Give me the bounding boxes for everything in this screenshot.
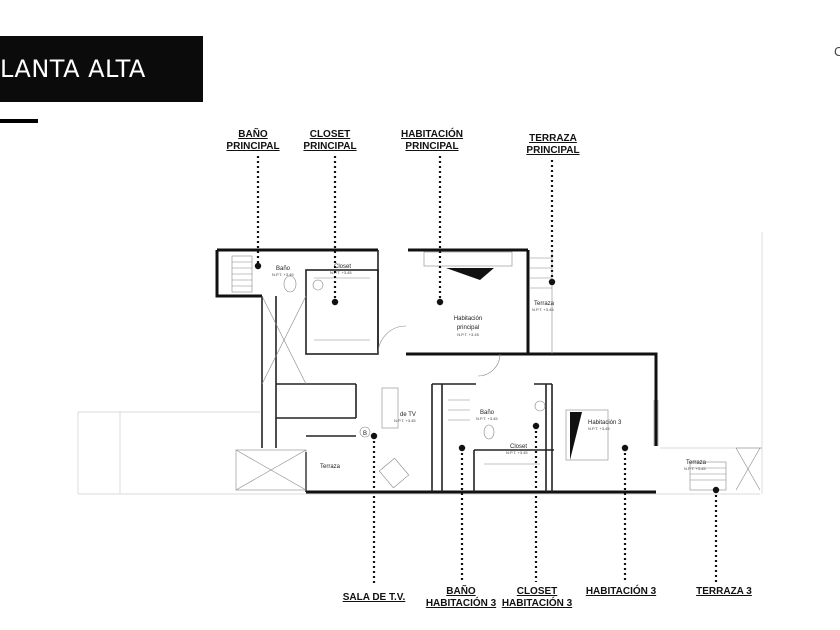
room-label-terraza3: Terraza (686, 460, 707, 466)
level-terraza-principal: N.P.T. +3.45 (532, 307, 554, 312)
room-label-bano3: Baño (480, 410, 495, 416)
callout-line2: PRINCIPAL (526, 145, 580, 156)
section-marker (359, 426, 371, 438)
callout-line1: CLOSET (516, 586, 558, 597)
level-bano: N.P.T. +3.45 (272, 272, 294, 277)
callout-closet-principal: CLOSET PRINCIPAL (300, 129, 360, 153)
callout-line1: BAÑO (238, 129, 268, 140)
interior-walls (261, 250, 554, 492)
corner-text: C (834, 44, 840, 59)
callout-bano-habitacion3: BAÑO HABITACIÓN 3 (422, 586, 500, 610)
bed-headboard-principal (446, 268, 494, 280)
room-label-terraza-left: Terraza (320, 464, 341, 470)
room-label-sala-tv: de TV (400, 412, 416, 418)
title-underline (0, 119, 38, 123)
callout-line2: HABITACIÓN 3 (501, 598, 573, 609)
callout-habitacion-principal: HABITACIÓN PRINCIPAL (396, 129, 468, 153)
callout-line2: PRINCIPAL (226, 141, 280, 152)
bed-headboard-habitacion3 (570, 412, 582, 460)
callout-line1: CLOSET (309, 129, 351, 140)
level-closet3: N.P.T. +3.45 (506, 450, 528, 455)
room-label-closet3: Closet (510, 444, 527, 450)
exterior-walls (215, 248, 658, 494)
title-block: LANTA ALTA (0, 36, 203, 102)
callout-sala-tv: SALA DE T.V. (338, 592, 410, 604)
room-label-bano: Baño (276, 266, 291, 272)
callout-closet-habitacion3: CLOSET HABITACIÓN 3 (498, 586, 576, 610)
callout-line1: TERRAZA (529, 133, 577, 144)
level-closet: N.P.T. +3.45 (330, 270, 352, 275)
callout-line1: HABITACIÓN (400, 129, 464, 140)
level-bano3: N.P.T. +3.45 (476, 416, 498, 421)
page-title: LANTA ALTA (0, 55, 146, 83)
level-habitacion-principal: N.P.T. +3.45 (457, 332, 479, 337)
room-label-habitacion-principal-2: principal (457, 325, 479, 331)
callout-line2: HABITACIÓN 3 (425, 598, 497, 609)
callout-habitacion3: HABITACIÓN 3 (582, 586, 660, 598)
level-sala-tv: N.P.T. +3.45 (394, 418, 416, 423)
room-label-closet: Closet (334, 264, 351, 270)
callout-line1: HABITACIÓN 3 (585, 586, 657, 597)
room-label-habitacion-principal: Habitación (454, 316, 482, 322)
level-habitacion3: N.P.T. +3.45 (588, 426, 610, 431)
callout-terraza3: TERRAZA 3 (692, 586, 756, 598)
leader-dots (254, 262, 720, 494)
room-label-terraza-principal: Terraza (534, 301, 555, 307)
callout-line1: BAÑO (446, 586, 476, 597)
callout-terraza-principal: TERRAZA PRINCIPAL (522, 133, 584, 157)
detail-lines (231, 250, 762, 491)
context-lines (77, 232, 763, 495)
callout-line1: SALA DE T.V. (342, 592, 406, 603)
callout-bano-principal: BAÑO PRINCIPAL (224, 129, 282, 153)
section-marker-label: B (363, 431, 367, 437)
callout-line1: TERRAZA 3 (696, 586, 752, 597)
level-terraza3: N.P.T. +3.45 (684, 466, 706, 471)
callout-line2: PRINCIPAL (405, 141, 459, 152)
leader-lines (256, 156, 718, 584)
room-label-habitacion3: Habitación 3 (588, 420, 622, 426)
callout-line2: PRINCIPAL (303, 141, 357, 152)
